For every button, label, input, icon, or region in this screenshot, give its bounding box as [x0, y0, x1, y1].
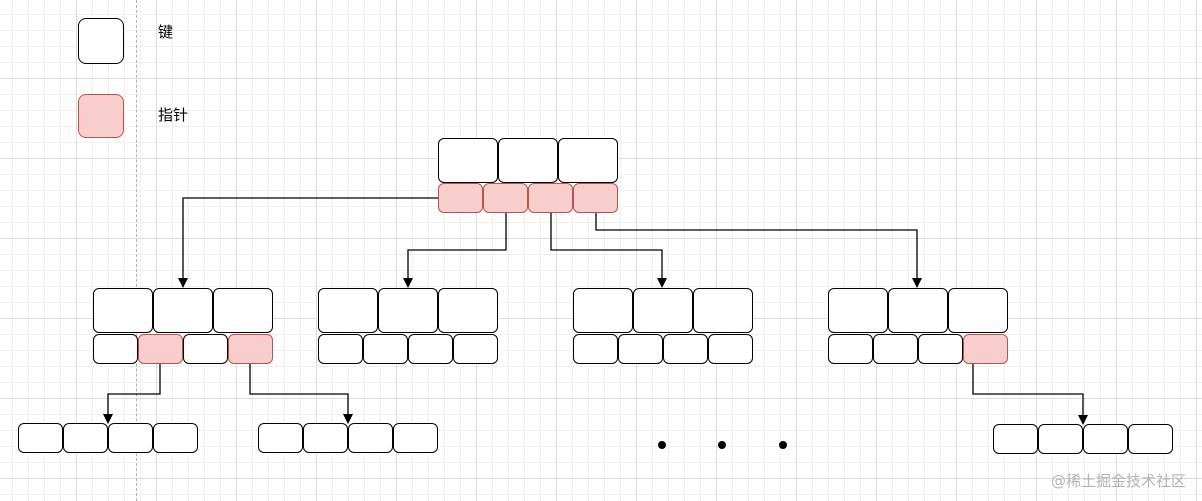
ellipsis-dot-1: [658, 441, 666, 449]
child1-key-1: [93, 288, 153, 333]
child2-slot-3: [408, 334, 453, 364]
ellipsis-dot-3: [779, 441, 787, 449]
ellipsis-dot-2: [718, 441, 726, 449]
child2-key-2: [378, 288, 438, 333]
leaf2-slot-2: [303, 423, 348, 453]
leaf1-slot-2: [63, 423, 108, 453]
root-pointer-1: [438, 183, 483, 213]
child3-slot-3: [663, 334, 708, 364]
child2-slot-4: [453, 334, 498, 364]
leaf2-slot-4: [393, 423, 438, 453]
child3-slot-1: [573, 334, 618, 364]
child3-slot-2: [618, 334, 663, 364]
root-pointer-3: [528, 183, 573, 213]
edge-root-p4-to-child-4: [595, 213, 922, 288]
child4-slot-3: [918, 334, 963, 364]
root-pointer-4: [573, 183, 618, 213]
child2-key-1: [318, 288, 378, 333]
child4-pointer-1: [963, 334, 1008, 364]
edge-child1-p2-to-leaf-2: [249, 364, 353, 424]
child4-slot-2: [873, 334, 918, 364]
leaf2-slot-3: [348, 423, 393, 453]
legend-pointer-swatch: [78, 94, 124, 138]
root-key-2: [498, 138, 558, 183]
child2-key-3: [438, 288, 498, 333]
root-key-3: [558, 138, 618, 183]
child1-slot-3: [183, 334, 228, 364]
legend-pointer-label: 指针: [158, 106, 189, 124]
child1-pointer-1: [138, 334, 183, 364]
child4-slot-1: [828, 334, 873, 364]
child3-key-3: [693, 288, 753, 333]
child4-key-3: [948, 288, 1008, 333]
edge-child1-p1-to-leaf-1: [103, 364, 161, 424]
root-key-1: [438, 138, 498, 183]
leaf1-slot-1: [18, 423, 63, 453]
leaf3-slot-3: [1083, 424, 1128, 454]
edge-root-p2-to-child-2: [403, 213, 507, 288]
leaf3-slot-2: [1038, 424, 1083, 454]
legend-key-label: 键: [158, 23, 174, 41]
edge-root-p1-to-child-1: [178, 197, 438, 288]
leaf1-slot-4: [153, 423, 198, 453]
legend-key-swatch: [78, 18, 124, 64]
child1-key-3: [213, 288, 273, 333]
leaf3-slot-1: [993, 424, 1038, 454]
root-pointer-2: [483, 183, 528, 213]
child3-slot-4: [708, 334, 753, 364]
edge-child4-p1-to-leaf-3: [972, 364, 1088, 425]
child2-slot-2: [363, 334, 408, 364]
child1-slot-1: [93, 334, 138, 364]
child2-slot-1: [318, 334, 363, 364]
dashed-divider: [136, 0, 137, 501]
child1-pointer-2: [228, 334, 273, 364]
child4-key-2: [888, 288, 948, 333]
child1-key-2: [153, 288, 213, 333]
child3-key-2: [633, 288, 693, 333]
child4-key-1: [828, 288, 888, 333]
watermark: @稀土掘金技术社区: [1050, 472, 1186, 490]
edge-root-p3-to-child-3: [550, 213, 667, 288]
child3-key-1: [573, 288, 633, 333]
leaf3-slot-4: [1128, 424, 1173, 454]
leaf1-slot-3: [108, 423, 153, 453]
leaf2-slot-1: [258, 423, 303, 453]
